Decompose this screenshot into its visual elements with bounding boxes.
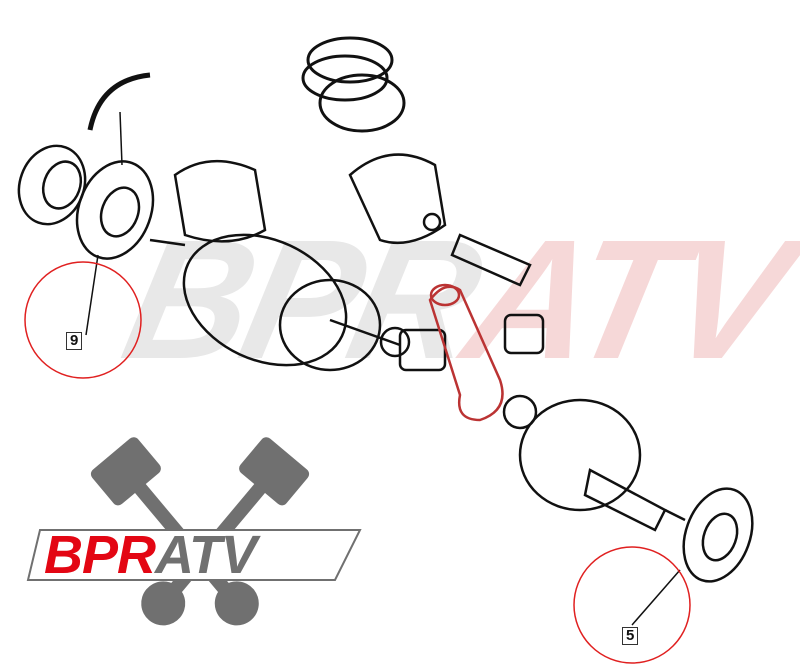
- thrust-washer: [502, 394, 538, 430]
- circlip: [87, 72, 151, 131]
- bearing-left: [75, 160, 155, 260]
- piston-rings: [301, 36, 406, 133]
- crank-half-right: [518, 398, 686, 532]
- needle-bearing: [398, 313, 545, 372]
- thrust-washer: [379, 326, 411, 358]
- logo: BPRATV: [44, 525, 257, 585]
- callout-label-5: 5: [622, 627, 639, 645]
- callout-circle-5: [573, 546, 691, 664]
- crank-half-left: [149, 159, 401, 372]
- connecting-rod: [428, 283, 504, 422]
- callout-label-9: 9: [66, 332, 83, 350]
- wrist-pin: [450, 233, 532, 287]
- callout-circle-9: [24, 261, 142, 379]
- bearing-right: [682, 487, 754, 583]
- piston: [348, 153, 447, 245]
- logo-banner: [26, 529, 362, 581]
- oil-seal: [17, 144, 87, 226]
